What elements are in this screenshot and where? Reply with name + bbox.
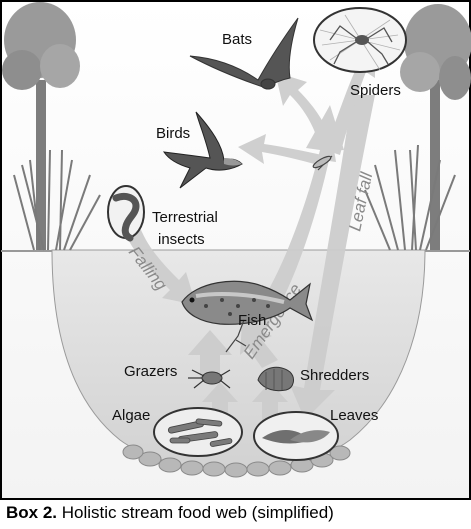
bats-label: Bats — [222, 31, 252, 48]
shredders-label: Shredders — [300, 367, 369, 384]
spider-icon — [314, 8, 406, 72]
terrestrial-insects-label-line2: insects — [158, 231, 205, 248]
terrestrial-insects-label-line1: Terrestrial — [152, 209, 218, 226]
leaves-icon — [254, 412, 338, 460]
birds-label: Birds — [156, 125, 190, 142]
caterpillar-icon — [108, 186, 144, 238]
caption-text: Holistic stream food web (simplified) — [57, 503, 334, 522]
leaves-label: Leaves — [330, 407, 378, 424]
grazers-label: Grazers — [124, 363, 177, 380]
algae-icon — [154, 408, 242, 456]
caption-prefix: Box 2. — [6, 503, 57, 522]
spiders-label: Spiders — [350, 82, 401, 99]
algae-label: Algae — [112, 407, 150, 424]
fish-label: Fish — [238, 312, 266, 329]
figure-caption: Box 2. Holistic stream food web (simplif… — [6, 502, 466, 524]
